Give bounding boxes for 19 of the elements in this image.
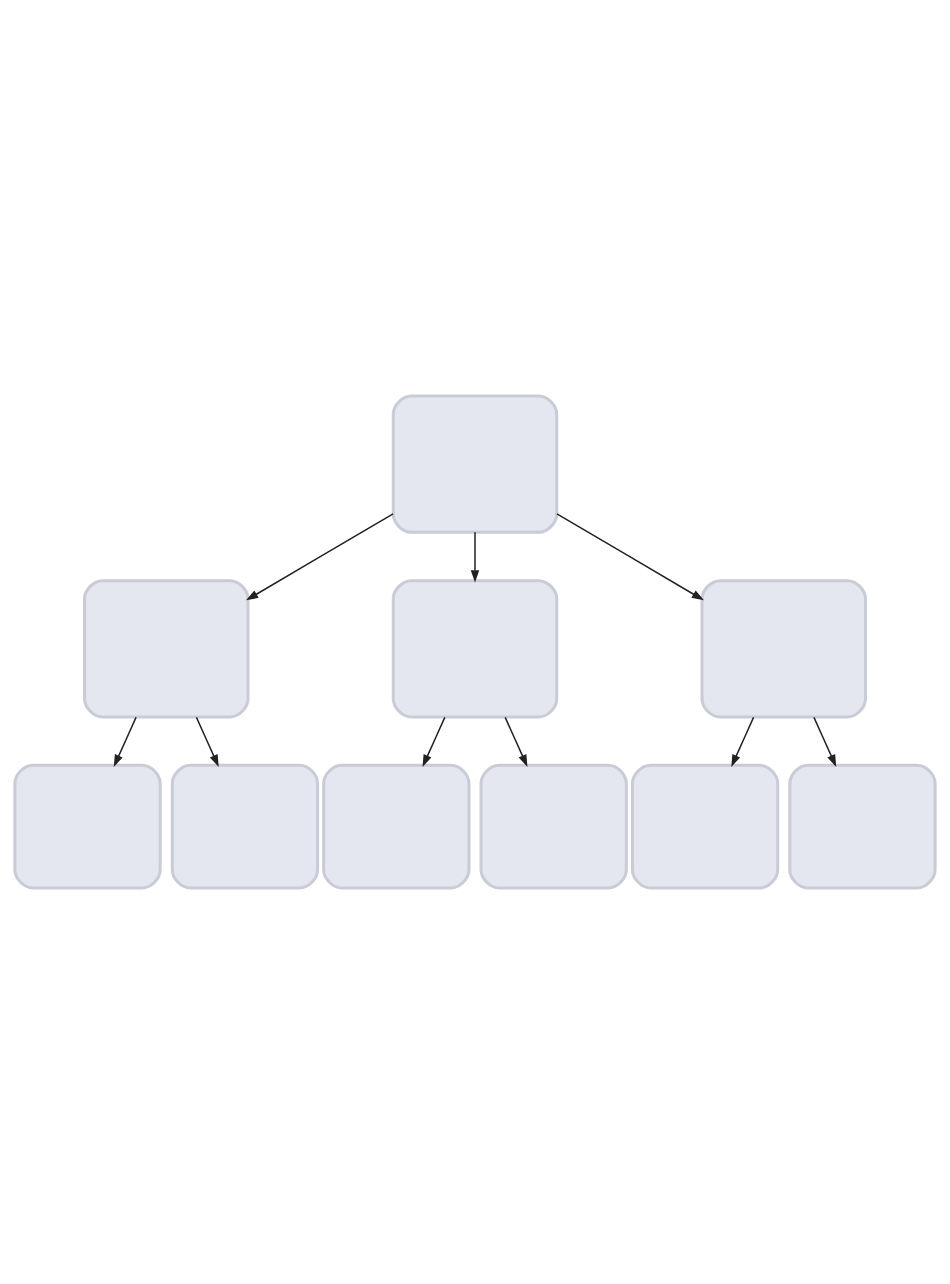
node-box [322, 763, 471, 890]
node-box [170, 763, 320, 890]
arrow [246, 513, 394, 601]
node-box [83, 579, 250, 719]
arrow [422, 716, 446, 767]
arrow [195, 716, 219, 767]
node-box [700, 579, 867, 719]
node-box [630, 763, 780, 890]
arrow [556, 513, 704, 601]
arrow [113, 716, 137, 767]
node-box [13, 763, 162, 890]
arrow [731, 716, 755, 767]
node-box [479, 763, 628, 890]
arrow [470, 531, 480, 583]
node-box [391, 394, 559, 534]
node-box [391, 579, 559, 719]
arrow [504, 716, 528, 767]
arrow [813, 716, 837, 767]
node-box [788, 763, 937, 890]
